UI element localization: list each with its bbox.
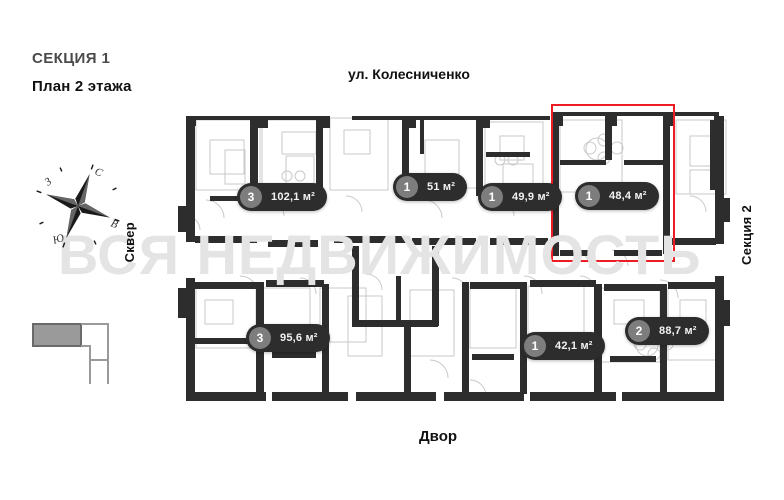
apartment-area-label: 88,7 м²	[659, 325, 697, 337]
apartment-badge[interactable]: 1 51 м²	[393, 173, 468, 201]
section-title: СЕКЦИЯ 1	[32, 50, 111, 67]
apartment-badge[interactable]: 1 48,4 м²	[575, 182, 659, 210]
apartment-area-label: 48,4 м²	[609, 190, 647, 202]
apartment-room-count: 1	[481, 186, 503, 208]
apartment-room-count: 1	[524, 335, 546, 357]
yard-label-bottom: Двор	[419, 428, 458, 445]
apartment-badge[interactable]: 2 88,7 м²	[625, 317, 709, 345]
compass-north-label: С	[93, 166, 105, 180]
apartment-badge[interactable]: 1 49,9 м²	[478, 183, 562, 211]
apartment-area-label: 102,1 м²	[271, 191, 315, 203]
compass-rose-icon: С З В Ю	[36, 164, 120, 248]
apartment-room-count: 3	[240, 186, 262, 208]
watermark: ВСЯ НЕДВИЖИМОСТЬ	[58, 223, 702, 286]
compass-south-label: Ю	[50, 232, 66, 247]
apartment-badge[interactable]: 1 42,1 м²	[521, 332, 605, 360]
apartment-badge[interactable]: 3 102,1 м²	[237, 183, 327, 211]
apartment-room-count: 1	[396, 176, 418, 198]
apartment-area-label: 49,9 м²	[512, 191, 550, 203]
compass-east-label: В	[109, 218, 120, 232]
floor-plan-title: План 2 этажа	[32, 78, 132, 95]
apartment-area-label: 95,6 м²	[280, 332, 318, 344]
apartment-badge[interactable]: 3 95,6 м²	[246, 324, 330, 352]
apartment-area-label: 42,1 м²	[555, 340, 593, 352]
street-label-top: ул. Колесниченко	[348, 66, 470, 82]
apartment-area-label: 51 м²	[427, 181, 456, 193]
apartment-room-count: 1	[578, 185, 600, 207]
compass-west-label: З	[42, 175, 54, 188]
section2-label-right: Секция 2	[739, 205, 754, 265]
apartment-room-count: 3	[249, 327, 271, 349]
apartment-room-count: 2	[628, 320, 650, 342]
section-key-diagram	[32, 323, 109, 384]
